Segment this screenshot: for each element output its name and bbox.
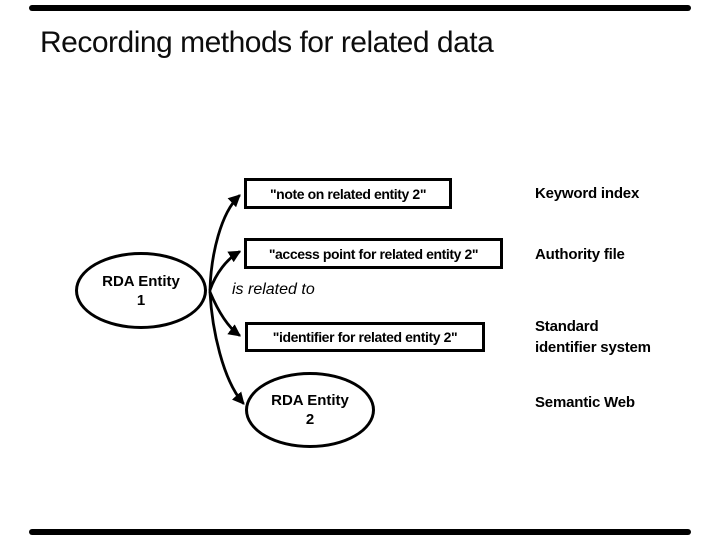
standard-identifier-system-label: Standard identifier system xyxy=(535,318,651,356)
access-point-method-label: "access point for related entity 2" xyxy=(268,245,479,262)
rda-entity-2-number: 2 xyxy=(305,411,315,428)
rda-entity-1-number: 1 xyxy=(136,291,146,309)
slide-title: Recording methods for related data xyxy=(40,26,494,59)
arrow-to-note-box xyxy=(208,194,241,292)
relationship-label: is related to xyxy=(232,281,315,298)
bottom-border-line xyxy=(29,529,691,535)
authority-file-label: Authority file xyxy=(535,246,625,263)
note-method-box: "note on related entity 2" xyxy=(244,178,452,209)
access-point-method-box: "access point for related entity 2" xyxy=(244,238,503,269)
note-method-label: "note on related entity 2" xyxy=(269,185,427,202)
rda-entity-1-label: RDA Entity 1 xyxy=(102,272,180,310)
rda-entity-1-node: RDA Entity 1 xyxy=(75,252,207,329)
arrow-to-rda-entity-2 xyxy=(208,290,245,405)
rda-entity-2-node: RDA Entity 2 xyxy=(245,372,375,448)
rda-entity-2-name: RDA Entity xyxy=(271,392,349,409)
identifier-method-label: "identifier for related entity 2" xyxy=(272,329,458,345)
semantic-web-label: Semantic Web xyxy=(535,394,635,411)
keyword-index-label: Keyword index xyxy=(535,185,640,202)
rda-entity-2-label: RDA Entity 2 xyxy=(271,391,349,429)
identifier-method-box: "identifier for related entity 2" xyxy=(245,322,485,352)
top-border-line xyxy=(29,5,691,11)
rda-entity-1-name: RDA Entity xyxy=(102,272,180,290)
